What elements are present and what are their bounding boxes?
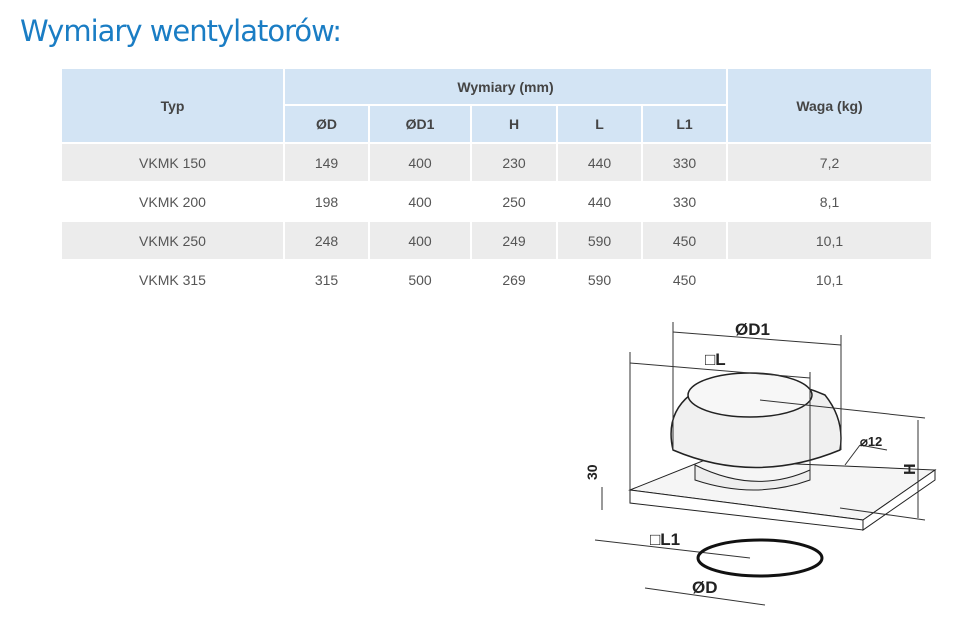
header-l: L [556,104,643,144]
label-hole: ⌀12 [860,434,882,449]
table-cell: 450 [640,259,729,300]
header-d1: ØD1 [368,104,472,144]
table-cell: 400 [368,181,472,222]
table-cell: 400 [368,142,472,183]
table-cell: 149 [283,142,370,183]
dimensions-table: Typ Wymiary (mm) Waga (kg) ØD ØD1 H L L1… [60,67,934,300]
page-title: Wymiary wentylatorów: [20,14,342,48]
header-weight: Waga (kg) [726,67,934,144]
header-dimensions: Wymiary (mm) [282,67,729,106]
table-cell: 440 [556,181,643,222]
header-d: ØD [283,104,370,144]
fan-dimension-diagram: ØD1 □L ⌀12 H 30 □L1 ØD [584,320,937,606]
table-cell: 198 [283,181,370,222]
label-d: ØD [692,578,718,597]
table-cell: 250 [470,181,558,222]
label-30: 30 [584,464,600,480]
table-cell: 400 [368,220,472,261]
label-l: □L [705,350,726,369]
header-h: H [470,104,558,144]
table-cell: 249 [470,220,558,261]
header-typ: Typ [60,67,285,144]
header-l1: L1 [640,104,729,144]
table-cell: 10,1 [726,220,934,261]
table-cell: 440 [556,142,643,183]
table-cell: 330 [640,181,729,222]
table-cell: VKMK 150 [60,142,285,183]
table-cell: VKMK 315 [60,259,285,300]
table-cell: 269 [470,259,558,300]
table-cell: 590 [556,259,643,300]
table-cell: 230 [470,142,558,183]
table-cell: 7,2 [726,142,934,183]
label-d1: ØD1 [735,320,770,339]
table-cell: 450 [640,220,729,261]
table-cell: VKMK 200 [60,181,285,222]
label-h: H [902,463,919,475]
table-cell: 500 [368,259,472,300]
table-cell: 10,1 [726,259,934,300]
table-cell: VKMK 250 [60,220,285,261]
table-cell: 315 [283,259,370,300]
table-cell: 590 [556,220,643,261]
table-cell: 330 [640,142,729,183]
table-cell: 248 [283,220,370,261]
table-cell: 8,1 [726,181,934,222]
label-l1: □L1 [650,530,680,549]
